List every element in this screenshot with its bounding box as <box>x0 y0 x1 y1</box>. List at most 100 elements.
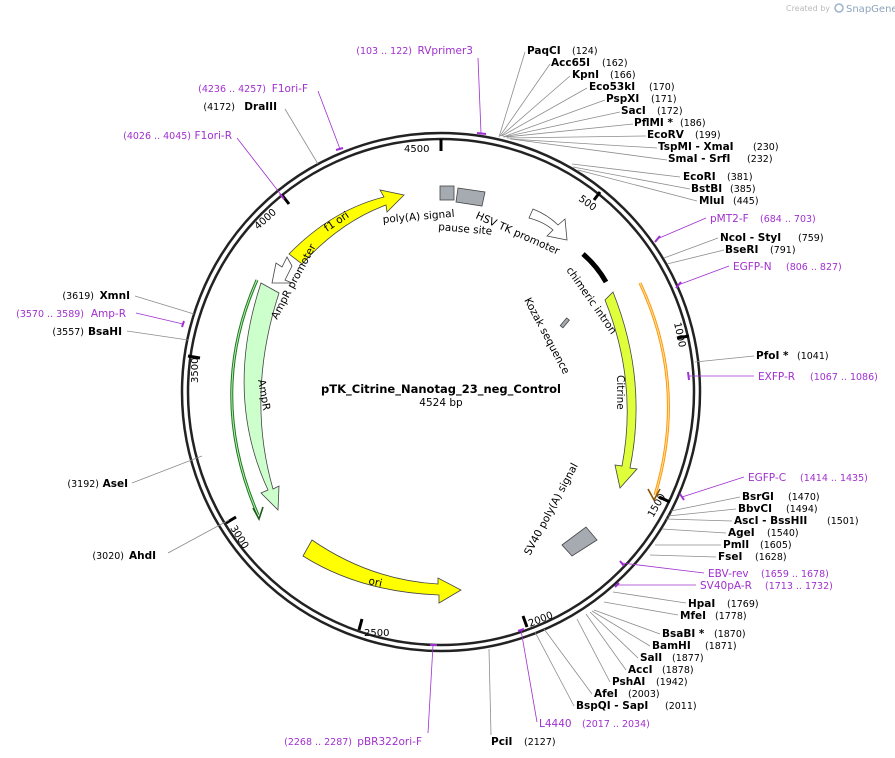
enzyme-position: (170) <box>649 82 675 93</box>
feature-ori[interactable] <box>302 539 462 604</box>
primer-range: (1067 .. 1086) <box>810 372 878 383</box>
enzyme-position: (124) <box>572 46 598 57</box>
enzyme-position: (445) <box>733 196 759 207</box>
feature-polya-box[interactable] <box>439 185 455 201</box>
enzyme-label: BspQI - SapI <box>576 700 648 712</box>
feature-pause-site-box[interactable] <box>455 187 486 207</box>
tick-label-3500: 3500 <box>190 358 201 383</box>
enzyme-position: (4172) <box>203 102 235 113</box>
enzyme-label: XmnI <box>100 290 130 302</box>
enzyme-label: EcoRI <box>683 171 716 183</box>
enzyme-label: NcoI - StyI <box>720 232 781 244</box>
enzyme-position: (1871) <box>705 641 737 652</box>
enzyme-position: (1501) <box>827 516 859 527</box>
enzyme-label: KpnI <box>572 69 599 81</box>
feature-label-pause-site: pause site <box>438 221 493 238</box>
enzyme-label: MfeI <box>680 610 706 622</box>
enzyme-label: PciI <box>491 736 512 748</box>
enzyme-position: (1878) <box>662 665 694 676</box>
primer-range: (2017 .. 2034) <box>582 719 650 730</box>
enzyme-position: (172) <box>657 106 683 117</box>
feature-citrine[interactable] <box>604 291 638 489</box>
primer-label: SV40pA-R <box>700 580 752 592</box>
plasmid-length: 4524 bp <box>419 397 463 409</box>
enzyme-position: (1470) <box>788 492 820 503</box>
primer-leaders <box>135 57 754 734</box>
primer-range: (684 .. 703) <box>760 214 816 225</box>
tick-marks <box>187 139 690 631</box>
enzyme-label: AhdI <box>129 550 156 562</box>
enzyme-position: (1540) <box>767 528 799 539</box>
primer-label: EBV-rev <box>708 568 749 580</box>
primer-range: (1659 .. 1678) <box>761 569 829 580</box>
primer-label: F1ori-R <box>195 130 232 142</box>
enzyme-position: (385) <box>730 184 756 195</box>
brand-name: SnapGene <box>846 4 895 15</box>
enzyme-position: (2127) <box>524 737 556 748</box>
enzyme-position: (1778) <box>715 611 747 622</box>
enzyme-label: PmlI <box>723 539 749 551</box>
feature-chimeric-intron[interactable] <box>581 252 609 284</box>
enzyme-label: Eco53kI <box>589 81 635 93</box>
enzyme-label: BbvCI <box>738 503 772 515</box>
enzyme-position: (3619) <box>62 291 94 302</box>
primer-label-group: RVprimer3 (103 .. 122) pMT2-F (684 .. 70… <box>16 45 878 748</box>
primer-range: (1414 .. 1435) <box>800 473 868 484</box>
feature-label-citrine: Citrine <box>614 375 626 410</box>
enzyme-position: (166) <box>610 70 636 81</box>
enzyme-label: BsaHI <box>88 326 122 338</box>
enzyme-position: (1605) <box>760 540 792 551</box>
feature-label-ampr: AmpR <box>255 378 272 411</box>
enzyme-label: MluI <box>699 195 724 207</box>
enzyme-position: (230) <box>753 142 779 153</box>
enzyme-position: (791) <box>770 245 796 256</box>
enzyme-position: (1494) <box>786 504 818 515</box>
plasmid-name: pTK_Citrine_Nanotag_23_neg_Control <box>321 382 561 397</box>
primer-label: EGFP-N <box>733 261 772 273</box>
feature-hsv-tk-promoter[interactable] <box>528 208 568 241</box>
primer-range: (3570 .. 3589) <box>16 309 84 320</box>
primer-range: (4236 .. 4257) <box>198 84 266 95</box>
feature-f1-ori[interactable] <box>288 189 405 265</box>
primer-label: EGFP-C <box>748 472 786 484</box>
primer-range: (103 .. 122) <box>356 46 412 57</box>
enzyme-label: PspXI <box>606 93 639 105</box>
enzyme-label: AgeI <box>728 527 755 539</box>
enzyme-position: (3557) <box>52 327 84 338</box>
enzyme-label-group: PaqCI (124) Acc65I (162) KpnI (166) Eco5… <box>491 45 859 748</box>
enzyme-position: (162) <box>602 58 628 69</box>
feature-label-ori: ori <box>367 575 383 590</box>
primer-label: pBR322ori-F <box>357 736 422 748</box>
enzyme-position: (2011) <box>665 701 697 712</box>
enzyme-label: HpaI <box>688 598 715 610</box>
feature-ampr[interactable] <box>243 282 280 511</box>
enzyme-label: BsrGI <box>742 491 774 503</box>
feature-label-kozak-sequence: Kozak sequence <box>521 296 571 376</box>
feature-kozak[interactable] <box>559 317 570 329</box>
enzyme-label: BamHI <box>652 640 691 652</box>
feature-sv40-polya-box[interactable] <box>561 526 598 557</box>
enzyme-label: AscI - BssHII <box>734 515 807 527</box>
enzyme-position: (1870) <box>714 629 746 640</box>
enzyme-label: SalI <box>640 652 662 664</box>
enzyme-label-group-left: AhdI (3020) AseI (3192) BsaHI (3557) Xmn… <box>52 101 277 562</box>
feature-ampr-promoter[interactable] <box>271 256 293 284</box>
enzyme-position: (381) <box>727 172 753 183</box>
enzyme-position: (1628) <box>755 552 787 563</box>
enzyme-label: PshAI <box>612 676 645 688</box>
brand-prefix: Created by <box>786 4 830 13</box>
enzyme-label: BseRI <box>725 244 758 256</box>
enzyme-label: TspMI - XmaI <box>658 141 734 153</box>
snapgene-logo-icon <box>834 3 844 13</box>
primer-label: RVprimer3 <box>418 45 474 57</box>
enzyme-label: Acc65I <box>551 57 590 69</box>
primer-label: EXFP-R <box>758 371 795 383</box>
enzyme-label: BstBI <box>691 183 722 195</box>
primer-range: (2268 .. 2287) <box>284 737 352 748</box>
enzyme-position: (199) <box>695 130 721 141</box>
enzyme-label: AccI <box>628 664 652 676</box>
ampr-orf-arc <box>230 279 264 521</box>
enzyme-position: (1041) <box>797 351 829 362</box>
enzyme-leaders <box>126 51 755 736</box>
